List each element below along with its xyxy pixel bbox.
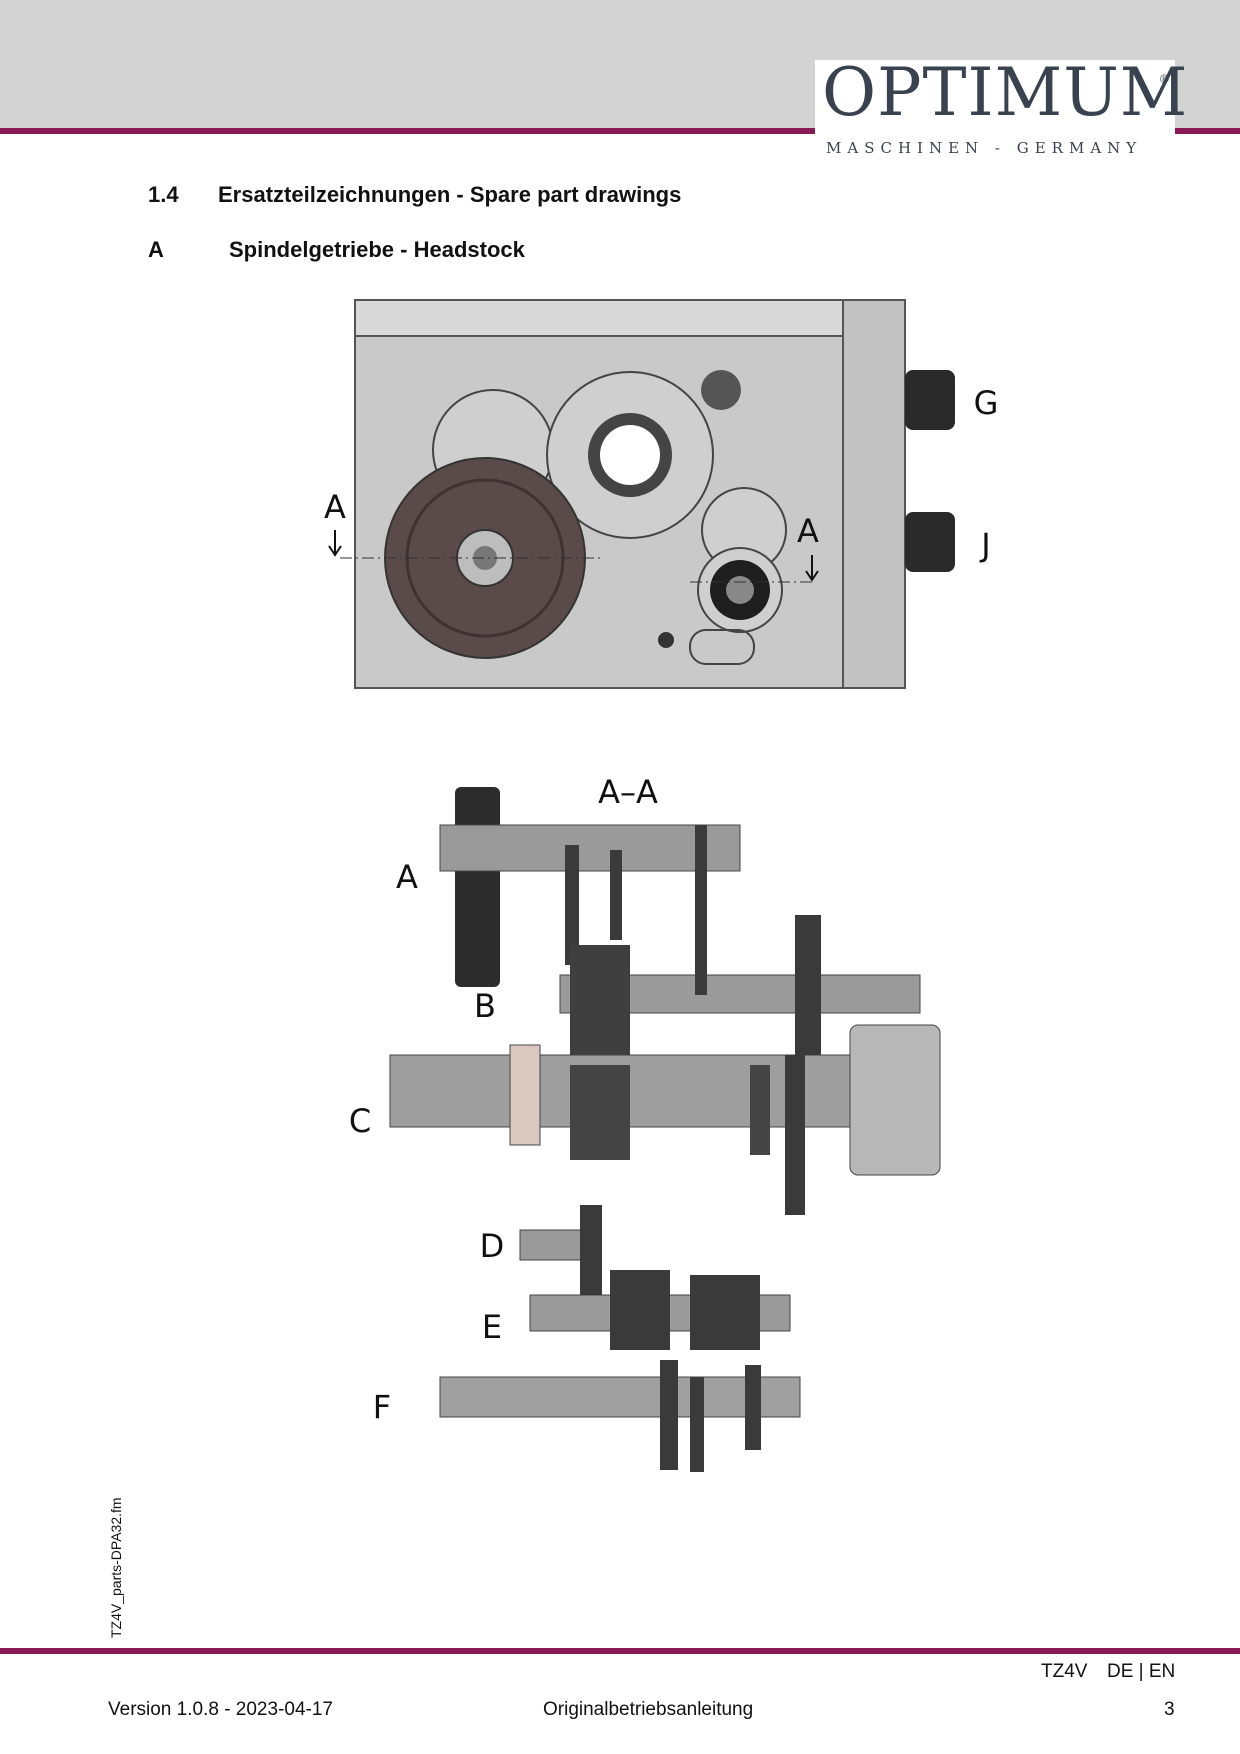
shaft-label-d: D — [480, 1227, 505, 1265]
footer-languages: DE | EN — [1107, 1661, 1176, 1682]
drive-pulley — [455, 787, 500, 987]
registered-mark: ® — [1160, 72, 1169, 86]
gear-c2 — [750, 1065, 770, 1155]
section-title: Ersatzteilzeichnungen - Spare part drawi… — [218, 182, 682, 207]
section-label-left: A — [324, 488, 346, 526]
gear-a1 — [565, 845, 579, 965]
shaft-label-a: A — [396, 858, 418, 896]
gear-b-cluster — [570, 945, 630, 1055]
shaft-a — [439, 824, 741, 872]
label-g: G — [974, 384, 999, 422]
shaft-f — [439, 1376, 801, 1418]
gear-e2 — [690, 1275, 760, 1350]
label-j: J — [979, 526, 990, 564]
gear-f1 — [660, 1360, 678, 1470]
shaft-label-f: F — [373, 1388, 391, 1426]
header-accent-line — [0, 128, 1240, 134]
gear-c3 — [785, 1055, 805, 1215]
drain-plug — [658, 632, 674, 648]
gear-b2 — [795, 915, 821, 1055]
knob-j — [905, 512, 955, 572]
page-number: 3 — [1164, 1699, 1175, 1720]
shaft-c — [389, 1054, 931, 1128]
gear-f2 — [690, 1377, 704, 1472]
brand-logo: OPTIMUM — [822, 54, 1189, 131]
brand-tagline: MASCHINEN - GERMANY — [826, 139, 1143, 157]
footer-version: Version 1.0.8 - 2023-04-17 — [108, 1699, 333, 1720]
headstock-side-view-drawing: A A G J — [324, 299, 999, 689]
gear-f3 — [745, 1365, 761, 1450]
section-title-a-a: A–A — [598, 773, 658, 811]
pulley-axle — [473, 546, 497, 570]
subsection-letter: A — [148, 237, 164, 262]
small-gear — [701, 370, 741, 410]
logo-background — [815, 60, 1175, 158]
section-number: 1.4 — [148, 182, 179, 207]
footer-accent-line — [0, 1648, 1240, 1654]
footer-doc-type: Originalbetriebsanleitung — [543, 1699, 754, 1720]
housing-side-wall — [842, 299, 906, 689]
shaft-label-e: E — [482, 1308, 502, 1346]
gear-a3 — [695, 825, 707, 995]
gear-d — [580, 1205, 602, 1295]
source-file-note: TZ4V_parts-DPA32.fm — [108, 1497, 124, 1638]
spindle-bore — [600, 425, 660, 485]
housing-top-cover — [354, 299, 844, 337]
knob-g — [905, 370, 955, 430]
gear-e-cluster — [610, 1270, 670, 1350]
subsection-title: Spindelgetriebe - Headstock — [229, 237, 525, 262]
gear-a2 — [610, 850, 622, 940]
lower-gear-hub — [726, 576, 754, 604]
footer-model: TZ4V — [1041, 1661, 1088, 1682]
oil-window — [689, 629, 755, 665]
shaft-label-b: B — [474, 987, 496, 1025]
bearing-c — [509, 1044, 541, 1146]
gear-c1 — [570, 1065, 630, 1160]
section-label-right: A — [797, 512, 819, 550]
shaft-label-c: C — [349, 1102, 371, 1140]
spindle-end-flange — [849, 1024, 941, 1176]
section-a-a-drawing: A–A A B C D E F — [349, 773, 941, 1472]
